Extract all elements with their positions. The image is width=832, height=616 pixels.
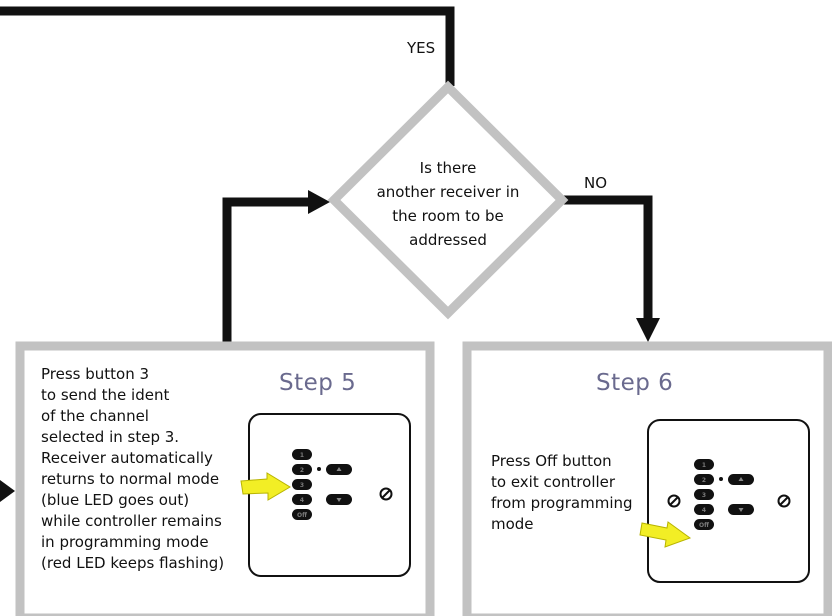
no-label: NO [584,174,608,192]
svg-text:2: 2 [702,477,706,484]
instruction-line: to exit controller [491,473,616,491]
instruction-line: Press button 3 [41,365,150,383]
screw-icon [777,494,791,508]
step6-instructions: Press Off button to exit controller from… [491,451,633,535]
svg-text:3: 3 [300,482,304,489]
screw-icon [667,494,681,508]
yes-label: YES [407,39,436,57]
instruction-line: from programming [491,494,633,512]
instruction-line: to send the ident [41,386,170,404]
step5-title: Step 5 [279,370,357,396]
no-to-step6-connector [562,195,653,320]
yes-loop-connector [0,6,455,86]
highlight-arrow-icon [639,521,692,548]
highlight-arrow-icon [240,472,291,501]
svg-text:3: 3 [702,492,706,499]
question-line: another receiver in [376,183,520,201]
svg-text:Off: Off [297,512,307,519]
instruction-line: (blue LED goes out) [41,491,190,509]
step5-instructions: Press button 3 to send the ident of the … [41,364,224,574]
instruction-line: Press Off button [491,452,612,470]
step6-controller: 1 2 3 4 Off [639,419,810,583]
svg-text:2: 2 [300,467,304,474]
step6-title: Step 6 [596,370,674,396]
question-line: the room to be [392,207,504,225]
instruction-line: selected in step 3. [41,428,180,446]
question-line: Is there [419,159,477,177]
instruction-line: returns to normal mode [41,470,220,488]
question-line: addressed [409,231,487,249]
svg-text:Off: Off [699,522,709,529]
instruction-line: mode [491,515,534,533]
decision-question: Is there another receiver in the room to… [360,156,536,252]
instruction-line: of the channel [41,407,149,425]
step5-to-decision-arrowhead [308,190,330,214]
no-to-step6-arrowhead [636,318,660,342]
screw-icon [379,487,393,501]
svg-text:1: 1 [702,462,706,469]
step5-to-decision-connector [222,197,312,346]
svg-text:1: 1 [300,452,304,459]
svg-text:4: 4 [702,507,706,514]
instruction-line: Receiver automatically [41,449,213,467]
instruction-line: while controller remains [41,512,222,530]
instruction-line: in programming mode [41,533,209,551]
decision-diamond [327,80,569,320]
step5-controller: 1 2 3 4 Off [240,413,411,577]
svg-text:4: 4 [300,497,304,504]
instruction-line: (red LED keeps flashing) [41,554,225,572]
incoming-arrowhead [0,480,15,502]
